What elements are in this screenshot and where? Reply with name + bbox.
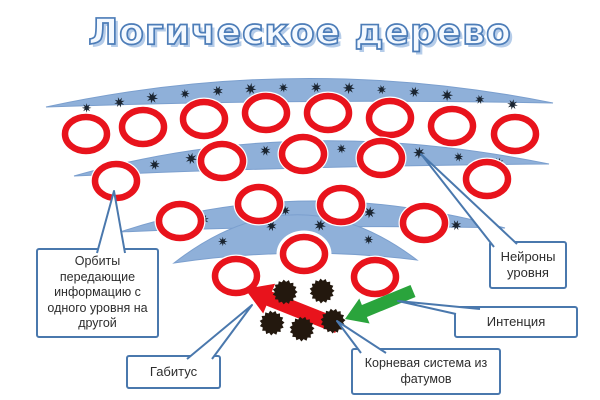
fatum-icon [289, 316, 315, 342]
star-icon [266, 220, 277, 232]
star-icon [185, 152, 197, 165]
neuron-circle [427, 105, 477, 147]
fatum-icon [309, 278, 335, 304]
fatum-icon [320, 308, 346, 334]
level-arc-1 [45, 77, 554, 108]
neuron-circle [197, 140, 247, 182]
star-icon [507, 99, 518, 110]
neuron-circle [303, 92, 353, 134]
neuron-circle [316, 184, 366, 226]
neuron-circle [490, 113, 540, 155]
callout-box-habitus: Габитус [126, 355, 221, 389]
neuron-circle [241, 92, 291, 134]
neuron-circle [155, 200, 205, 242]
star-icon [376, 84, 387, 95]
habitus-arrow [245, 283, 341, 333]
diagram-title: Логическое дерево [87, 11, 512, 54]
star-icon [311, 82, 322, 93]
neuron-circle [61, 113, 111, 155]
star-icon [81, 103, 92, 113]
star-icon [336, 144, 347, 154]
neuron-circle [462, 158, 512, 200]
star-icon [149, 159, 160, 170]
star-icon [218, 236, 228, 247]
callout-box-roots: Корневая система из фатумов [351, 348, 501, 395]
callout-box-orbits: Орбиты передающие информацию с одного ур… [36, 248, 159, 338]
callout-label-habitus: Габитус [149, 363, 198, 379]
neuron-circle [179, 98, 229, 140]
star-icon [314, 219, 326, 232]
star-icon [260, 145, 271, 156]
neuron-circle [365, 97, 415, 139]
star-icon [212, 85, 223, 96]
callout-label-roots: Корневая система из фатумов [364, 355, 488, 386]
intention-arrow [345, 285, 416, 324]
star-icon [409, 86, 420, 98]
callout-label-neurons: Нейроны уровня [500, 248, 556, 280]
neuron-circle [211, 255, 261, 297]
neuron-circle [278, 133, 328, 175]
callout-label-orbits: Орбиты передающие информацию с одного ур… [47, 253, 148, 331]
neuron-circle [91, 160, 141, 202]
star-icon [475, 94, 485, 105]
star-icon [180, 89, 190, 99]
callout-box-intention: Интенция [454, 306, 578, 338]
neuron-circle [118, 106, 168, 148]
callout-label-intention: Интенция [486, 313, 546, 329]
neuron-circle [356, 137, 406, 179]
star-icon [114, 97, 125, 108]
fatum-icon [272, 279, 298, 305]
star-icon [244, 82, 257, 95]
callout-box-neurons: Нейроны уровня [489, 241, 567, 289]
star-icon [441, 89, 454, 102]
star-icon [278, 83, 289, 93]
neuron-circle [399, 202, 449, 244]
neuron-circle [350, 256, 400, 298]
fatum-icon [259, 310, 285, 336]
star-icon [146, 91, 159, 104]
star-icon [342, 82, 355, 95]
neuron-circle [234, 183, 284, 225]
star-icon [363, 206, 376, 219]
neuron-circle [279, 233, 329, 275]
star-icon [363, 234, 374, 245]
